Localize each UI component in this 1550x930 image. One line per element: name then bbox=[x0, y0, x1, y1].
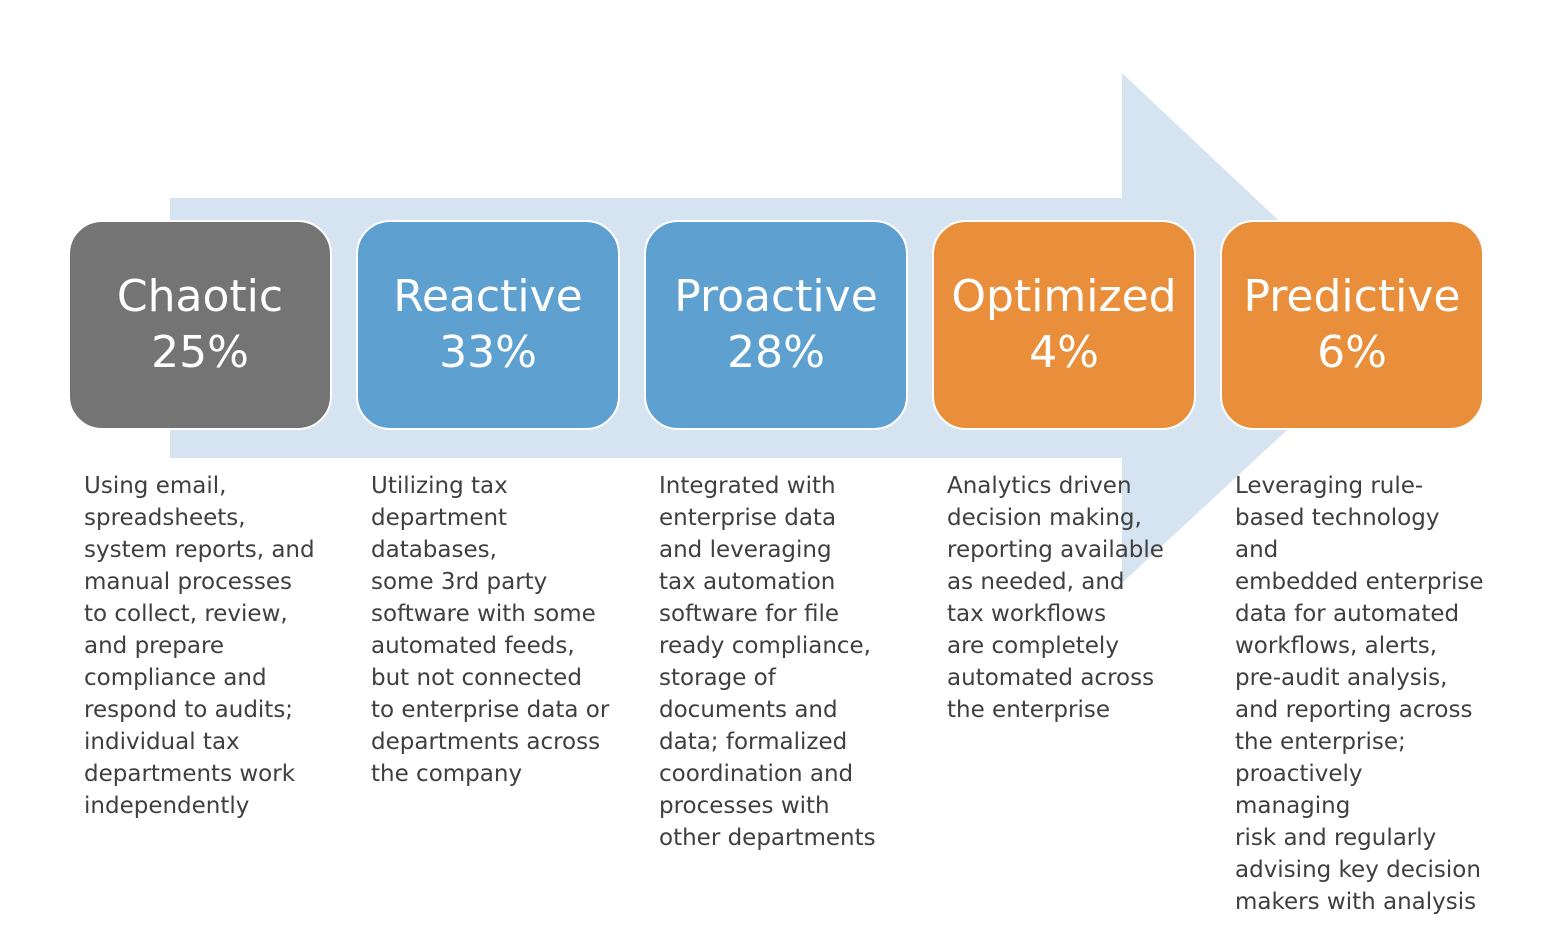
stage-box-chaotic: Chaotic 25% bbox=[68, 220, 332, 430]
stage-description-reactive: Utilizing tax department databases, some… bbox=[371, 473, 610, 787]
stage-description-predictive: Leveraging rule- based technology and em… bbox=[1235, 473, 1484, 915]
stage-box-reactive: Reactive 33% bbox=[356, 220, 620, 430]
stage-box-predictive: Predictive 6% bbox=[1220, 220, 1484, 430]
stage-percent: 33% bbox=[439, 327, 537, 378]
stage-name: Reactive bbox=[393, 271, 583, 322]
stage-percent: 4% bbox=[1029, 327, 1099, 378]
stage-box-optimized: Optimized 4% bbox=[932, 220, 1196, 430]
stage-name: Predictive bbox=[1243, 271, 1461, 322]
stage-description-chaotic: Using email, spreadsheets, system report… bbox=[84, 473, 315, 819]
stage-percent: 25% bbox=[151, 327, 249, 378]
stage-box-proactive: Proactive 28% bbox=[644, 220, 908, 430]
stage-name: Proactive bbox=[674, 271, 878, 322]
stage-name: Optimized bbox=[951, 271, 1177, 322]
stage-description-proactive: Integrated with enterprise data and leve… bbox=[659, 473, 876, 851]
stage-percent: 28% bbox=[727, 327, 825, 378]
stage-description-optimized: Analytics driven decision making, report… bbox=[947, 473, 1164, 723]
stage-percent: 6% bbox=[1317, 327, 1387, 378]
stage-name: Chaotic bbox=[116, 271, 284, 322]
